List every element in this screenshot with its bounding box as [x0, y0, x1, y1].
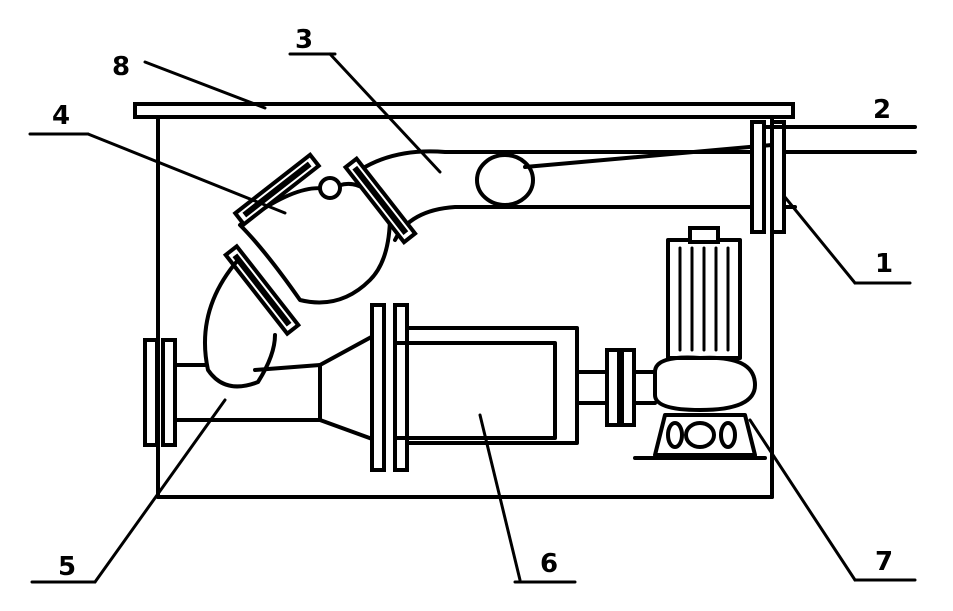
inlet-flange-outer: [143, 338, 159, 447]
wall-flange-inner: [750, 120, 766, 234]
valve-flange-lower: [222, 243, 302, 337]
pump-intake-port: [684, 421, 716, 449]
pump-intake-port: [719, 421, 737, 449]
leader-7: [748, 418, 857, 582]
valve-body: [238, 181, 392, 305]
filter-housing: [405, 326, 579, 445]
leader-4: [86, 132, 287, 215]
elbow-outline: [203, 258, 277, 389]
leader-lines: [28, 52, 917, 584]
check-valve: [222, 151, 418, 337]
callout-7: 7: [875, 547, 893, 577]
callout-labels: 1 2 3 4 5 6 7 8: [52, 25, 893, 582]
callout-6: 6: [540, 549, 558, 579]
callout-1: 1: [875, 249, 893, 279]
valve-cap: [318, 176, 342, 200]
callout-5: 5: [58, 552, 76, 582]
pump-volute: [653, 355, 757, 412]
reducer-bottom: [318, 418, 377, 442]
filter-cartridge: [370, 303, 657, 472]
pump-inlet-flange-b: [620, 348, 636, 427]
reducer-top: [318, 333, 377, 367]
outlet-pipe: [358, 120, 917, 242]
filter-element: [393, 341, 557, 440]
callout-3: 3: [295, 25, 313, 55]
filter-flange-outer: [370, 303, 386, 472]
leader-3: [328, 52, 442, 174]
inlet-pipe-upper: [253, 363, 322, 372]
leader-8: [143, 60, 267, 110]
inlet-elbow: [143, 258, 377, 447]
leader-1: [782, 194, 857, 285]
pump-base: [653, 413, 757, 457]
pump-top-cap: [688, 226, 720, 244]
callout-2: 2: [873, 95, 891, 125]
float-ball: [475, 153, 535, 207]
inlet-flange-inner: [161, 338, 177, 447]
wall-flange-outer: [770, 120, 786, 234]
pump-intake-port: [666, 421, 684, 449]
float-rod: [523, 143, 774, 169]
leader-5: [93, 398, 227, 584]
callout-8: 8: [112, 52, 130, 82]
pump-inlet-flange-a: [605, 348, 621, 427]
submersible-pump: [633, 226, 767, 460]
leader-6: [478, 413, 522, 582]
outlet-pipe-top: [358, 149, 754, 172]
tank-housing: [133, 102, 795, 499]
tank-lid: [133, 102, 795, 119]
valve-flange-right-upper: [342, 155, 418, 245]
callout-4: 4: [52, 101, 70, 131]
